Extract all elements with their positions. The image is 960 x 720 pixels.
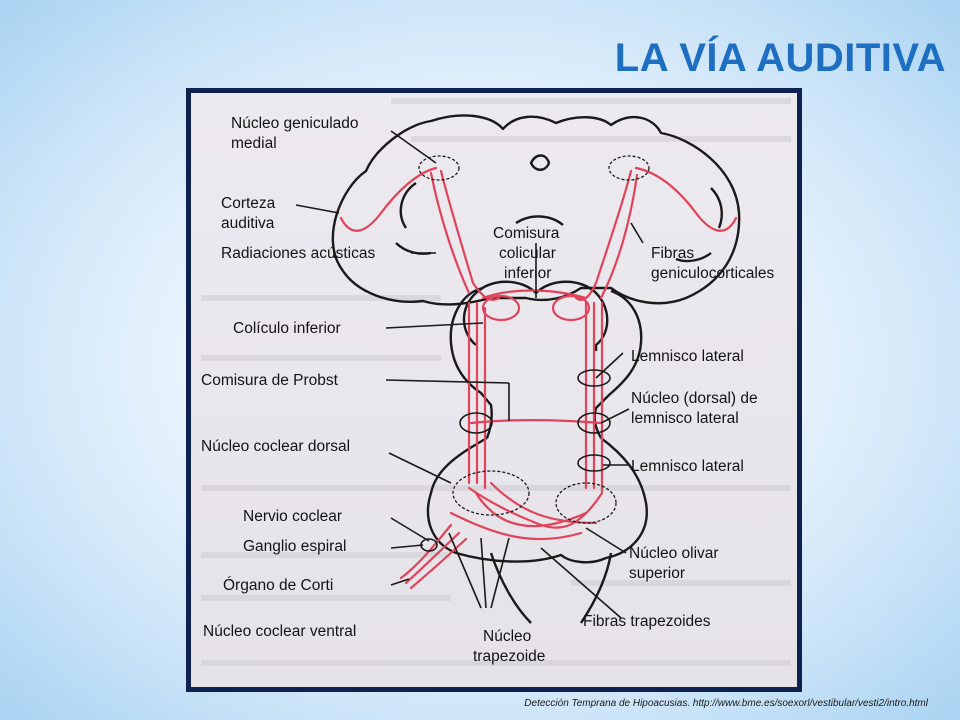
label-nucleo-coclear-dorsal: Núcleo coclear dorsal: [201, 438, 350, 455]
label-lemnisco-lateral-top: Lemnisco lateral: [631, 348, 744, 365]
label-nucleo: Núcleo: [483, 628, 531, 645]
label-lemnisco-lateral-bottom: Lemnisco lateral: [631, 458, 744, 475]
diagram-labels: Núcleo geniculado medial Corteza auditiv…: [201, 115, 774, 665]
label-geniculocorticales: geniculocorticales: [651, 265, 774, 282]
label-comisura: Comisura: [493, 225, 560, 242]
source-caption: Detección Temprana de Hipoacusias. http:…: [524, 698, 928, 709]
leader-lines: [295, 130, 644, 619]
label-comisura-probst: Comisura de Probst: [201, 372, 339, 389]
label-ganglio-espiral: Ganglio espiral: [243, 538, 346, 555]
label-coliculo-inferior: Colículo inferior: [233, 320, 341, 337]
label-lemnisco-lateral-2: lemnisco lateral: [631, 410, 739, 427]
label-corteza-auditiva: auditiva: [221, 215, 275, 232]
label-nucleo-geniculado: Núcleo geniculado: [231, 115, 359, 132]
label-fibras-trapezoides: Fibras trapezoides: [583, 613, 711, 630]
label-nucleo-olivar-superior: superior: [629, 565, 685, 582]
auditory-pathways: [339, 166, 738, 590]
nuclei-outlines: [418, 155, 650, 524]
label-colicular: colicular: [499, 245, 556, 262]
slide-title: LA VÍA AUDITIVA: [614, 36, 946, 80]
auditory-pathway-diagram: Núcleo geniculado medial Corteza auditiv…: [201, 98, 791, 666]
label-inferior: inferior: [504, 265, 551, 282]
label-organo-corti: Órgano de Corti: [223, 577, 333, 594]
label-corteza: Corteza: [221, 195, 276, 212]
label-trapezoide: trapezoide: [473, 648, 545, 665]
label-nucleo-olivar: Núcleo olivar: [629, 545, 719, 562]
label-nucleo-dorsal: Núcleo (dorsal) de: [631, 390, 758, 407]
label-nucleo-geniculado-medial: medial: [231, 135, 277, 152]
label-fibras: Fibras: [651, 245, 694, 262]
diagram-frame: Núcleo geniculado medial Corteza auditiv…: [186, 88, 802, 692]
label-radiaciones: Radiaciones acústicas: [221, 245, 375, 262]
label-nucleo-coclear-ventral: Núcleo coclear ventral: [203, 623, 356, 640]
label-nervio-coclear: Nervio coclear: [243, 508, 342, 525]
